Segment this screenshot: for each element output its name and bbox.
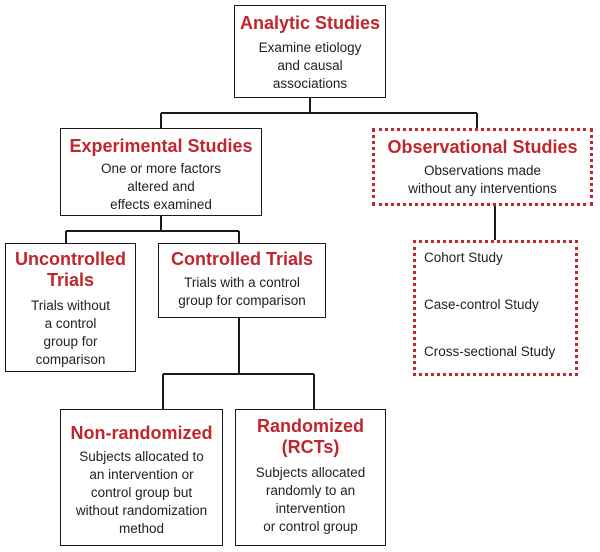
cohort-study-item: Cohort Study xyxy=(424,250,503,265)
experimental-studies-node: Experimental Studies One or more factors… xyxy=(60,128,262,216)
observational-desc-line: Observations made xyxy=(423,163,542,178)
non-randomized-description: Subjects allocated to an intervention or… xyxy=(61,448,222,538)
controlled-trials-description: Trials with a control group for comparis… xyxy=(159,274,325,310)
observational-studies-title: Observational Studies xyxy=(387,137,578,157)
uncontrolled-trials-node: Uncontrolled Trials Trials without a con… xyxy=(5,243,136,372)
randomized-desc-line: randomly to an xyxy=(265,483,356,498)
controlled-trials-title: Controlled Trials xyxy=(170,249,314,269)
uncontrolled-desc-line: group for xyxy=(43,334,98,349)
experimental-studies-title: Experimental Studies xyxy=(69,136,253,156)
observational-studies-description: Observations made without any interventi… xyxy=(375,162,590,198)
observational-desc-line: without any interventions xyxy=(408,181,557,196)
non-randomized-node: Non-randomized Subjects allocated to an … xyxy=(60,409,223,546)
uncontrolled-title-line: Uncontrolled xyxy=(15,249,126,269)
experimental-studies-description: One or more factors altered and effects … xyxy=(61,160,261,214)
nonrandomized-desc-line: Subjects allocated to xyxy=(79,449,204,464)
randomized-rcts-node: Randomized (RCTs) Subjects allocated ran… xyxy=(235,409,386,546)
analytic-studies-description: Examine etiology and causal associations xyxy=(235,39,385,93)
nonrandomized-desc-line: control group but xyxy=(90,485,193,500)
uncontrolled-desc-line: Trials without xyxy=(30,298,111,313)
observational-study-types-node: Cohort Study Case-control Study Cross-se… xyxy=(413,240,578,376)
uncontrolled-trials-description: Trials without a control group for compa… xyxy=(6,297,135,369)
observational-studies-node: Observational Studies Observations made … xyxy=(372,128,593,206)
experimental-desc-line: One or more factors xyxy=(100,161,222,176)
uncontrolled-desc-line: comparison xyxy=(35,352,106,367)
experimental-desc-line: altered and xyxy=(127,179,195,194)
analytic-studies-node: Analytic Studies Examine etiology and ca… xyxy=(234,5,386,98)
uncontrolled-trials-title: Uncontrolled Trials xyxy=(6,249,135,291)
randomized-rcts-description: Subjects allocated randomly to an interv… xyxy=(236,464,385,536)
controlled-desc-line: Trials with a control xyxy=(184,275,300,290)
nonrandomized-desc-line: an intervention or xyxy=(89,467,194,482)
randomized-desc-line: intervention xyxy=(275,501,346,516)
analytic-desc-line: Examine etiology xyxy=(258,40,362,55)
controlled-trials-node: Controlled Trials Trials with a control … xyxy=(158,243,326,318)
analytic-desc-line: and causal xyxy=(277,58,343,73)
randomized-title-line: (RCTs) xyxy=(281,437,340,457)
randomized-rcts-title: Randomized (RCTs) xyxy=(236,416,385,458)
uncontrolled-title-line: Trials xyxy=(46,270,95,290)
cross-sectional-study-item: Cross-sectional Study xyxy=(424,344,556,359)
randomized-title-line: Randomized xyxy=(256,416,364,436)
randomized-desc-line: Subjects allocated xyxy=(255,465,366,480)
randomized-desc-line: or control group xyxy=(263,519,358,534)
case-control-study-item: Case-control Study xyxy=(424,297,539,312)
analytic-desc-line: associations xyxy=(272,76,348,91)
analytic-studies-title: Analytic Studies xyxy=(239,13,381,33)
nonrandomized-desc-line: without randomization xyxy=(75,503,208,518)
controlled-desc-line: group for comparison xyxy=(178,293,306,308)
uncontrolled-desc-line: a control xyxy=(44,316,97,331)
non-randomized-title: Non-randomized xyxy=(70,423,213,443)
experimental-desc-line: effects examined xyxy=(110,197,212,212)
nonrandomized-desc-line: method xyxy=(118,521,165,536)
